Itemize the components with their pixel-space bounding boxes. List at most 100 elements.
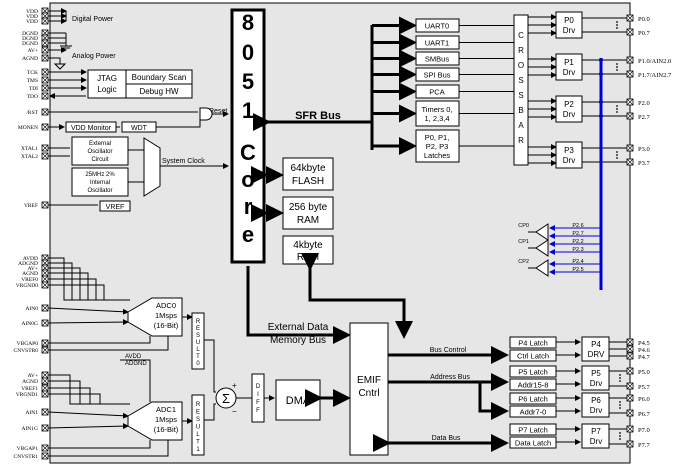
ellipsis-dot xyxy=(616,154,618,156)
adc0-label-1: ADC0 xyxy=(156,301,176,310)
adc1-pin-label: AV+ xyxy=(28,373,38,379)
port-driver-label: Drv xyxy=(590,379,602,388)
crossbar-letter-0: C xyxy=(518,31,524,40)
adc0-pin-pad-x xyxy=(41,281,49,289)
adc1-pin-pad-x xyxy=(41,408,49,416)
pin-label: AV+ xyxy=(28,48,38,54)
diff-letter: I xyxy=(257,392,259,398)
port-driver-box xyxy=(581,365,610,391)
adc1-pin-label: CNVSTR1 xyxy=(14,454,39,460)
flash-label-2: FLASH xyxy=(292,176,324,187)
diff-box xyxy=(251,373,265,423)
pin-label: TDI xyxy=(29,86,38,92)
crossbar-letter-6: A xyxy=(518,121,524,130)
xram-label-2: RAM xyxy=(297,252,319,263)
ram-label-1: 256 byte xyxy=(289,202,328,213)
port-pin-pad-x xyxy=(626,144,634,152)
ellipsis-dot xyxy=(616,157,618,159)
result0-letter: R xyxy=(196,319,201,325)
int-osc-box xyxy=(71,167,129,197)
ellipsis-dot xyxy=(619,438,621,440)
adc0-box xyxy=(127,297,183,337)
left-pins: VDDVDDVDDDGNDDGNDDGNDAV+AGNDTCKTMSTDITDO… xyxy=(14,7,229,460)
result0-to-sigma xyxy=(204,339,216,393)
comparator-name: CP2 xyxy=(518,259,529,265)
comparator-input-label: P2.7 xyxy=(572,231,583,237)
core-letter-3: 1 xyxy=(242,98,254,123)
ellipsis-dot xyxy=(619,435,621,437)
adc0-pin-label: ADGND xyxy=(18,261,38,267)
port-pin-pad-x xyxy=(626,409,634,417)
result0-letter: T xyxy=(196,354,200,360)
port-pin-label: P4.5 xyxy=(638,340,650,347)
result0-box xyxy=(191,312,205,370)
comparator-symbol xyxy=(535,223,549,241)
port-driver-label: Drv xyxy=(563,156,575,165)
comparator-symbol xyxy=(535,259,549,277)
core-letter-6: r xyxy=(244,194,253,219)
bus-control-label: Bus Control xyxy=(430,347,467,354)
ellipsis-dot xyxy=(619,407,621,409)
left-pin-pad-x xyxy=(41,92,49,100)
agnd-line xyxy=(48,57,61,64)
adc1-supply-line xyxy=(48,393,130,405)
adc1-pin-pad-x xyxy=(41,390,49,398)
ellipsis-dot xyxy=(619,374,621,376)
adc1-pin-label: VRGND1 xyxy=(16,392,39,398)
peripheral-box xyxy=(415,100,460,127)
ellipsis-dot xyxy=(619,432,621,434)
latch-label: Addr7-0 xyxy=(520,408,547,417)
emif-box xyxy=(349,322,389,456)
result0-letter: L xyxy=(196,347,200,353)
pin-label: /RST xyxy=(26,110,38,116)
latch-label: Addr15-8 xyxy=(518,381,549,390)
latch-label: P6 Latch xyxy=(518,395,548,404)
port-driver-label: DRV xyxy=(588,350,605,359)
port-driver-name: P5 xyxy=(591,369,601,378)
port-driver-label: Drv xyxy=(563,26,575,35)
port-drivers-lower: P4DRVP4.5P4.6P4.7P5DrvP5.0P5.7P6DrvP6.0P… xyxy=(581,336,650,449)
port-pin-pad-x xyxy=(626,98,634,106)
pin-label: TCK xyxy=(27,70,38,76)
osc-to-mux xyxy=(128,149,144,183)
core-letter-1: 0 xyxy=(242,40,254,65)
port-pin-label: P3.7 xyxy=(638,160,650,167)
peripheral-box xyxy=(415,129,460,163)
adc0-label-2: 1Msps xyxy=(155,311,177,320)
wdt-label: WDT xyxy=(131,125,148,132)
port-driver-box xyxy=(581,392,610,418)
address-bus-label: Address Bus xyxy=(430,374,470,381)
left-pin-pad-x xyxy=(41,108,49,116)
port-pin-label: P2.7 xyxy=(638,114,650,121)
xram-emif-link xyxy=(301,253,413,339)
ellipsis-dot xyxy=(619,404,621,406)
port-driver-box xyxy=(555,11,583,39)
digital-power-label: Digital Power xyxy=(72,16,114,23)
port-driver-box xyxy=(555,141,583,169)
vref-box xyxy=(99,200,131,212)
pin-label: VDD xyxy=(26,19,38,25)
cnvstr1-line xyxy=(48,440,169,457)
core-box xyxy=(230,8,266,264)
port-driver-name: P1 xyxy=(564,58,574,67)
crossbar-letter-4: S xyxy=(518,91,523,100)
debug-hw-label: Debug HW xyxy=(139,87,179,96)
port-pin-pad-x xyxy=(626,394,634,402)
ext-osc-box xyxy=(71,136,129,166)
latch-label: P7 Latch xyxy=(518,426,548,435)
result0-letter: E xyxy=(196,326,200,332)
sigma-plus: + xyxy=(232,381,237,390)
comparator-input-label: P2.3 xyxy=(572,247,583,253)
comparator-input-label: P2.6 xyxy=(572,223,583,229)
jtag-label-2: Logic xyxy=(97,85,116,94)
port-pin-label: P1.0/AIN2.0 xyxy=(638,58,671,65)
port-pin-pad-x xyxy=(626,367,634,375)
ellipsis-dot xyxy=(616,27,618,29)
port-driver-name: P3 xyxy=(564,146,574,155)
adc0-pin-pad-x xyxy=(41,319,49,327)
reset-label: Reset xyxy=(209,108,227,115)
result0-letter: U xyxy=(196,340,200,346)
